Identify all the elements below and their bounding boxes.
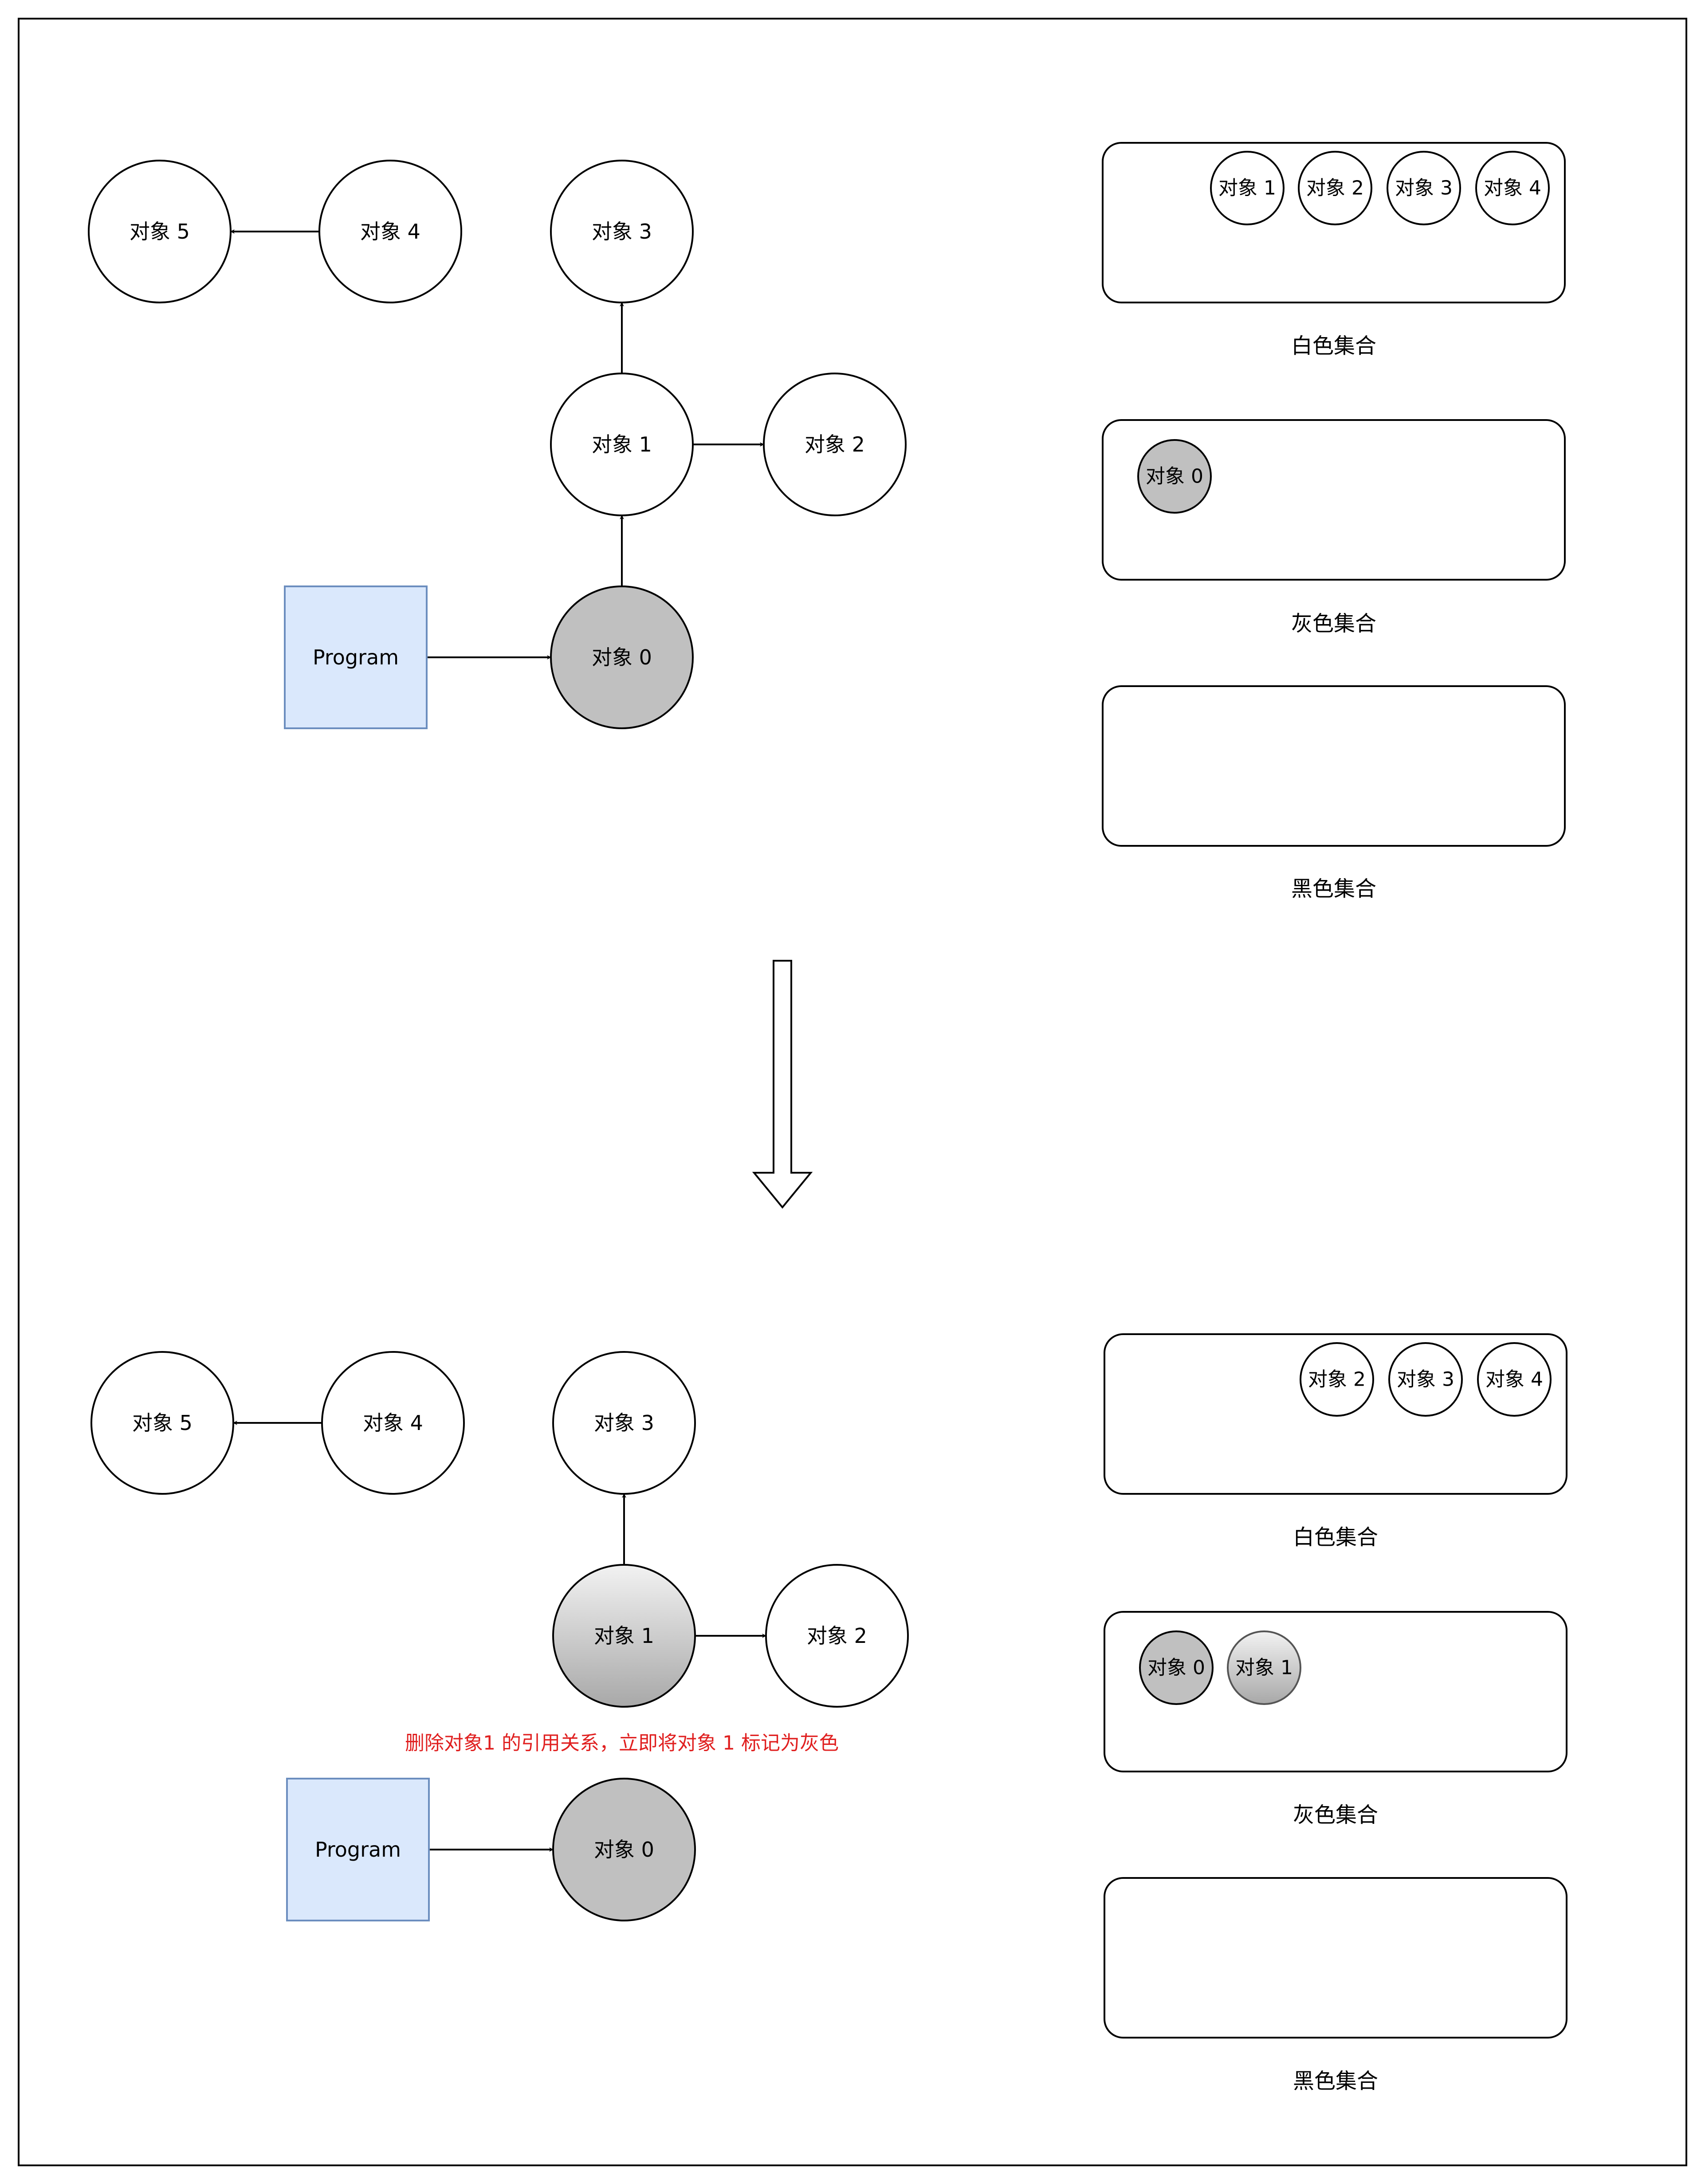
node-obj0-label: 对象 0 <box>592 645 652 669</box>
deletion-note: 删除对象1 的引用关系，立即将对象 1 标记为灰色 <box>405 1732 839 1755</box>
set-item-label: 对象 3 <box>1397 1368 1454 1391</box>
set-item-label: 对象 1 <box>1218 177 1276 200</box>
node-obj2-label: 对象 2 <box>805 432 865 456</box>
set-item-label: 对象 0 <box>1146 465 1203 488</box>
node-obj2: 对象 2 <box>763 373 907 516</box>
set-item: 对象 2 <box>1300 1342 1374 1417</box>
set-item: 对象 0 <box>1139 1630 1214 1705</box>
node-obj5-label: 对象 5 <box>130 220 190 244</box>
set-item: 对象 0 <box>1137 439 1212 514</box>
before-graph: 对象 5 对象 4 对象 3 对象 1 对象 2 对象 0 Program <box>88 160 907 729</box>
set-item: 对象 1 <box>1227 1630 1301 1705</box>
white-set-box: 对象 1 对象 2 对象 3 对象 4 <box>1102 142 1566 303</box>
white-set-caption: 白色集合 <box>1291 334 1376 358</box>
node-obj4-label: 对象 4 <box>360 220 420 244</box>
set-item-label: 对象 4 <box>1484 177 1541 200</box>
black-set-box <box>1102 685 1566 847</box>
program-label: Program <box>313 645 399 669</box>
set-item-label: 对象 0 <box>1147 1657 1205 1679</box>
program-label: Program <box>315 1838 401 1862</box>
gray-set-caption: 灰色集合 <box>1291 611 1376 636</box>
set-item: 对象 1 <box>1210 151 1285 225</box>
gray-set-box: 对象 0 <box>1102 419 1566 581</box>
node-obj1: 对象 1 <box>552 1564 696 1708</box>
black-set-caption: 黑色集合 <box>1293 2069 1378 2094</box>
set-item: 对象 4 <box>1475 151 1550 225</box>
set-item-label: 对象 4 <box>1485 1368 1543 1391</box>
node-obj0: 对象 0 <box>550 585 694 729</box>
gray-set-box: 对象 0 对象 1 <box>1104 1611 1568 1772</box>
program-box: Program <box>286 1778 430 1921</box>
node-obj2: 对象 2 <box>765 1564 909 1708</box>
black-set-box <box>1104 1877 1568 2039</box>
node-obj5: 对象 5 <box>88 160 232 303</box>
set-item-label: 对象 1 <box>1235 1657 1293 1679</box>
node-obj0: 对象 0 <box>552 1778 696 1921</box>
white-set-box: 对象 2 对象 3 对象 4 <box>1104 1333 1568 1495</box>
black-set-caption: 黑色集合 <box>1291 876 1376 901</box>
node-obj2-label: 对象 2 <box>807 1624 867 1648</box>
node-obj1: 对象 1 <box>550 373 694 516</box>
node-obj1-label: 对象 1 <box>594 1624 654 1648</box>
node-obj5: 对象 5 <box>90 1351 234 1495</box>
node-obj3-label: 对象 3 <box>594 1411 654 1435</box>
node-obj5-label: 对象 5 <box>132 1411 192 1435</box>
node-obj3: 对象 3 <box>550 160 694 303</box>
program-box: Program <box>284 585 428 729</box>
set-item-label: 对象 3 <box>1395 177 1453 200</box>
set-item: 对象 2 <box>1298 151 1372 225</box>
node-obj0-label: 对象 0 <box>594 1838 654 1862</box>
node-obj3-label: 对象 3 <box>592 220 652 244</box>
set-item: 对象 4 <box>1477 1342 1552 1417</box>
node-obj4-label: 对象 4 <box>363 1411 423 1435</box>
gray-set-caption: 灰色集合 <box>1293 1803 1378 1827</box>
set-item: 对象 3 <box>1387 151 1461 225</box>
white-set-caption: 白色集合 <box>1293 1525 1378 1550</box>
before-sets: 对象 1 对象 2 对象 3 对象 4 白色集合 对象 0 灰色集合 <box>1102 142 1566 901</box>
set-item-label: 对象 2 <box>1306 177 1364 200</box>
outer-frame <box>18 18 1687 2166</box>
set-item: 对象 3 <box>1388 1342 1463 1417</box>
set-item-label: 对象 2 <box>1308 1368 1366 1391</box>
after-sets: 对象 2 对象 3 对象 4 白色集合 对象 0 对象 1 灰色集合 <box>1104 1333 1568 2094</box>
transition-arrow <box>752 960 813 1209</box>
node-obj3: 对象 3 <box>552 1351 696 1495</box>
node-obj4: 对象 4 <box>318 160 462 303</box>
node-obj4: 对象 4 <box>321 1351 465 1495</box>
node-obj1-label: 对象 1 <box>592 432 652 456</box>
after-graph: 对象 5 对象 4 对象 3 对象 1 对象 2 删除对象1 的引用关系，立即将… <box>90 1351 909 1921</box>
